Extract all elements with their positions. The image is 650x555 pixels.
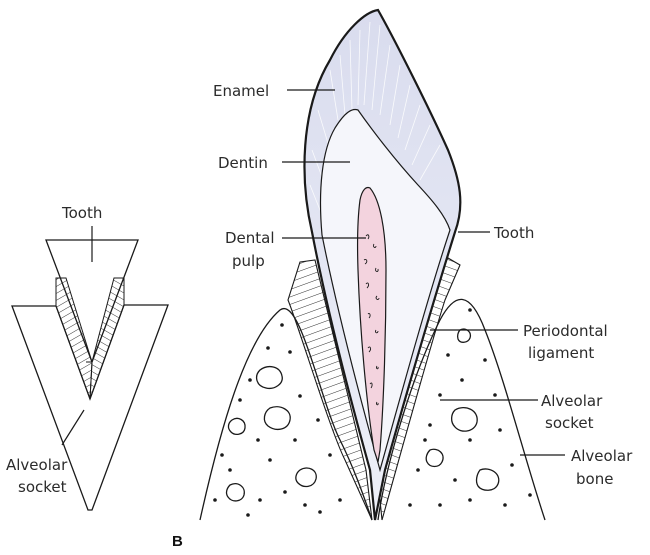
dental-pulp-label-1: Dental bbox=[225, 229, 275, 247]
periodontal-label-2: ligament bbox=[528, 344, 594, 362]
left-ligament-left bbox=[56, 278, 92, 399]
left-alveolar-socket-label-2: socket bbox=[18, 478, 67, 496]
enamel-label: Enamel bbox=[213, 82, 269, 100]
periodontal-label-1: Periodontal bbox=[523, 322, 608, 340]
right-tooth-illustration: Enamel Dentin Dental pulp Tooth Periodon… bbox=[200, 10, 633, 520]
alveolar-bone-label-2: bone bbox=[576, 470, 613, 488]
alveolar-bone-label-1: Alveolar bbox=[571, 447, 633, 465]
dentin-label: Dentin bbox=[218, 154, 268, 172]
left-schematic: Tooth Alveolar socket bbox=[6, 204, 170, 510]
tooth-label: Tooth bbox=[493, 224, 534, 242]
left-tooth-label: Tooth bbox=[61, 204, 102, 222]
left-ligament-right bbox=[90, 278, 124, 399]
dental-pulp-label-2: pulp bbox=[232, 252, 265, 270]
left-socket-leader bbox=[62, 410, 84, 445]
panel-letter: B bbox=[172, 533, 183, 550]
alveolar-socket-label-1: Alveolar bbox=[541, 392, 603, 410]
left-alveolar-socket-label-1: Alveolar bbox=[6, 456, 68, 474]
alveolar-socket-label-2: socket bbox=[545, 414, 594, 432]
